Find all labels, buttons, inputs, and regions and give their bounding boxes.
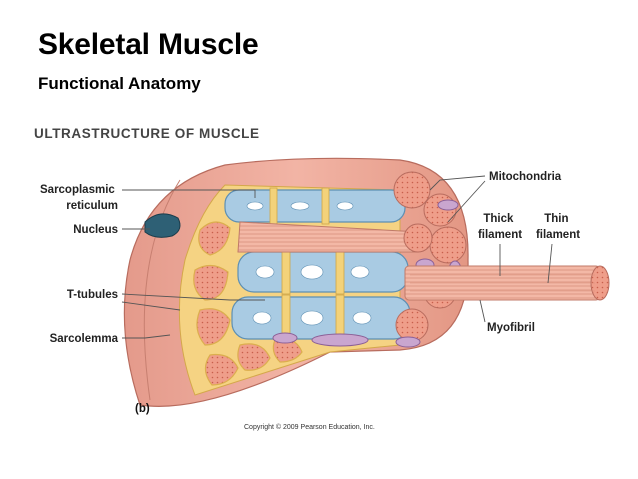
label-thick-line2: filament bbox=[478, 229, 522, 241]
panel-label: (b) bbox=[135, 403, 150, 415]
label-myofibril: Myofibril bbox=[487, 322, 535, 334]
label-thick-filament: Thick filament bbox=[478, 213, 522, 241]
copyright-text: Copyright © 2009 Pearson Education, Inc. bbox=[244, 423, 375, 431]
label-t-tubules: T-tubules bbox=[67, 289, 118, 301]
label-sarcoplasmic-line1: Sarcoplasmic bbox=[40, 184, 115, 196]
label-mitochondria: Mitochondria bbox=[489, 171, 562, 183]
label-sarcoplasmic-line2: reticulum bbox=[66, 200, 118, 212]
label-thin-line1: Thin bbox=[544, 213, 568, 225]
sarcoplasmic-reticulum-shapes bbox=[224, 187, 411, 342]
label-thick-line1: Thick bbox=[483, 213, 514, 225]
label-thin-line2: filament bbox=[536, 229, 580, 241]
label-sarcoplasmic-reticulum: Sarcoplasmic reticulum bbox=[40, 184, 118, 212]
label-thin-filament: Thin filament bbox=[536, 213, 580, 241]
slide-title: Skeletal Muscle bbox=[38, 28, 259, 61]
figure-heading: ULTRASTRUCTURE OF MUSCLE bbox=[34, 126, 260, 141]
slide-subtitle: Functional Anatomy bbox=[38, 74, 201, 93]
leader-lines bbox=[121, 175, 553, 339]
nucleus-shape bbox=[144, 213, 181, 238]
label-nucleus: Nucleus bbox=[73, 224, 118, 236]
label-sarcolemma: Sarcolemma bbox=[50, 333, 119, 345]
myofibril-extension bbox=[404, 265, 610, 301]
